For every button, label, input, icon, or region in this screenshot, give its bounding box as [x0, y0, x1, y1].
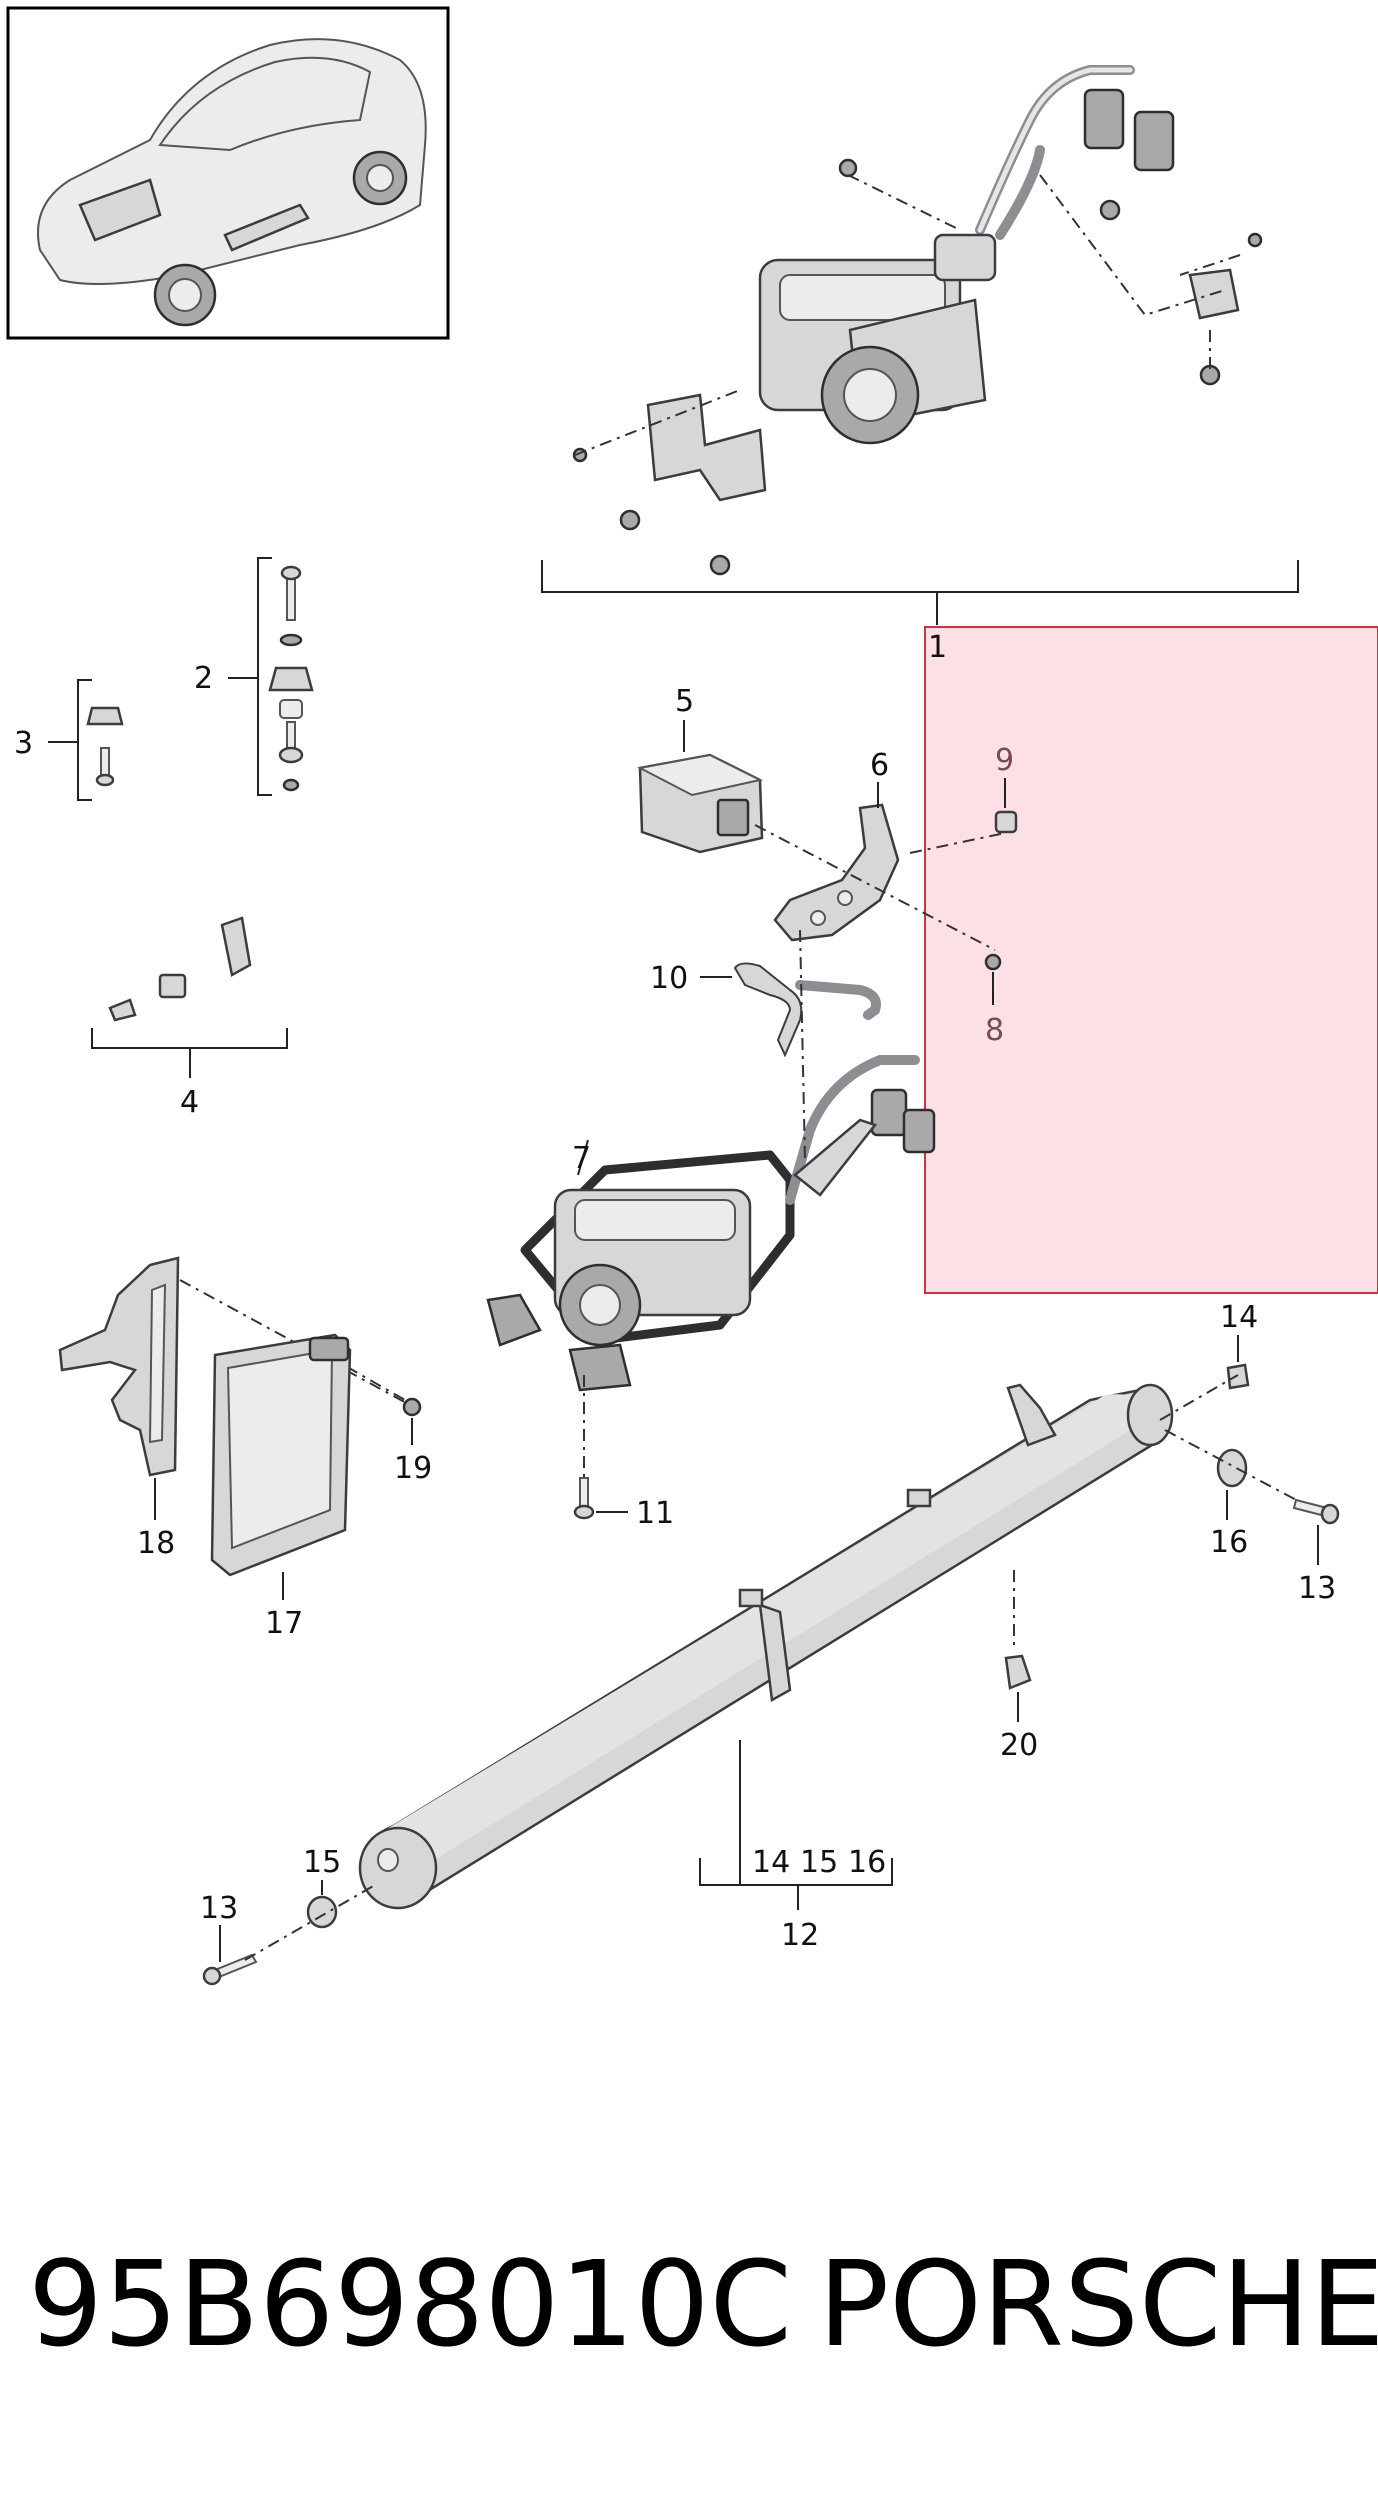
callout-11: 11: [636, 1496, 674, 1531]
part-2-isolator-stack-icon: [268, 565, 314, 792]
part-7-compressor-icon: [486, 1055, 936, 1392]
callout-20: 20: [1000, 1728, 1038, 1763]
callout-13-right: 13: [1298, 1571, 1336, 1606]
part-3-bushing-icon: [86, 706, 124, 787]
part-5-valve-block-icon: [636, 753, 764, 854]
bracket-part-1: [541, 560, 1299, 625]
part-10-hose-icon: [733, 962, 803, 1058]
part-14-nut-icon-right: [1226, 1363, 1250, 1390]
part-17-control-unit-icon: [210, 1333, 352, 1577]
callout-16-group: 16: [848, 1845, 886, 1880]
callout-10: 10: [650, 961, 688, 996]
car-thumbnail-icon: [6, 6, 450, 340]
part-4-clips-icon: [108, 916, 252, 1022]
callout-8: 8: [985, 1013, 1004, 1048]
callout-12: 12: [781, 1918, 819, 1953]
callout-17: 17: [265, 1606, 303, 1641]
callout-15-left: 15: [303, 1845, 341, 1880]
callout-7: 7: [572, 1141, 591, 1176]
callout-15-group: 15: [800, 1845, 838, 1880]
callout-6: 6: [870, 748, 889, 783]
callout-13-left: 13: [200, 1891, 238, 1926]
callout-1: 1: [928, 630, 947, 665]
callout-19: 19: [394, 1451, 432, 1486]
part-11-bolt-icon: [573, 1477, 595, 1520]
callout-14-group: 14: [752, 1845, 790, 1880]
part-18-bracket-icon: [58, 1256, 180, 1477]
part-20-grommet-icon: [1004, 1654, 1032, 1690]
part-8-nut-icon: [984, 953, 1002, 971]
callout-9: 9: [995, 743, 1014, 778]
callout-4: 4: [180, 1085, 199, 1120]
callout-3: 3: [14, 726, 33, 761]
callout-16-right: 16: [1210, 1525, 1248, 1560]
part-6-bracket-icon: [773, 803, 900, 942]
callout-18: 18: [137, 1526, 175, 1561]
part-number: 95B698010C: [28, 2235, 792, 2373]
part-19-nut-icon: [402, 1397, 422, 1417]
part-15-bushing-icon-left: [306, 1895, 338, 1929]
callout-5: 5: [675, 684, 694, 719]
brand-name: PORSCHE: [818, 2235, 1378, 2373]
callout-2: 2: [194, 661, 213, 696]
part-12-air-reservoir-icon: [358, 1383, 1174, 1910]
part-13-bolt-icon-right: [1292, 1498, 1340, 1525]
callout-14-right: 14: [1220, 1300, 1258, 1335]
part-16-bushing-icon-right: [1216, 1448, 1248, 1488]
compressor-assembly-icon: [572, 65, 1263, 576]
part-13-bolt-icon-left: [202, 1953, 258, 1986]
part-9-clip-icon: [994, 810, 1018, 834]
